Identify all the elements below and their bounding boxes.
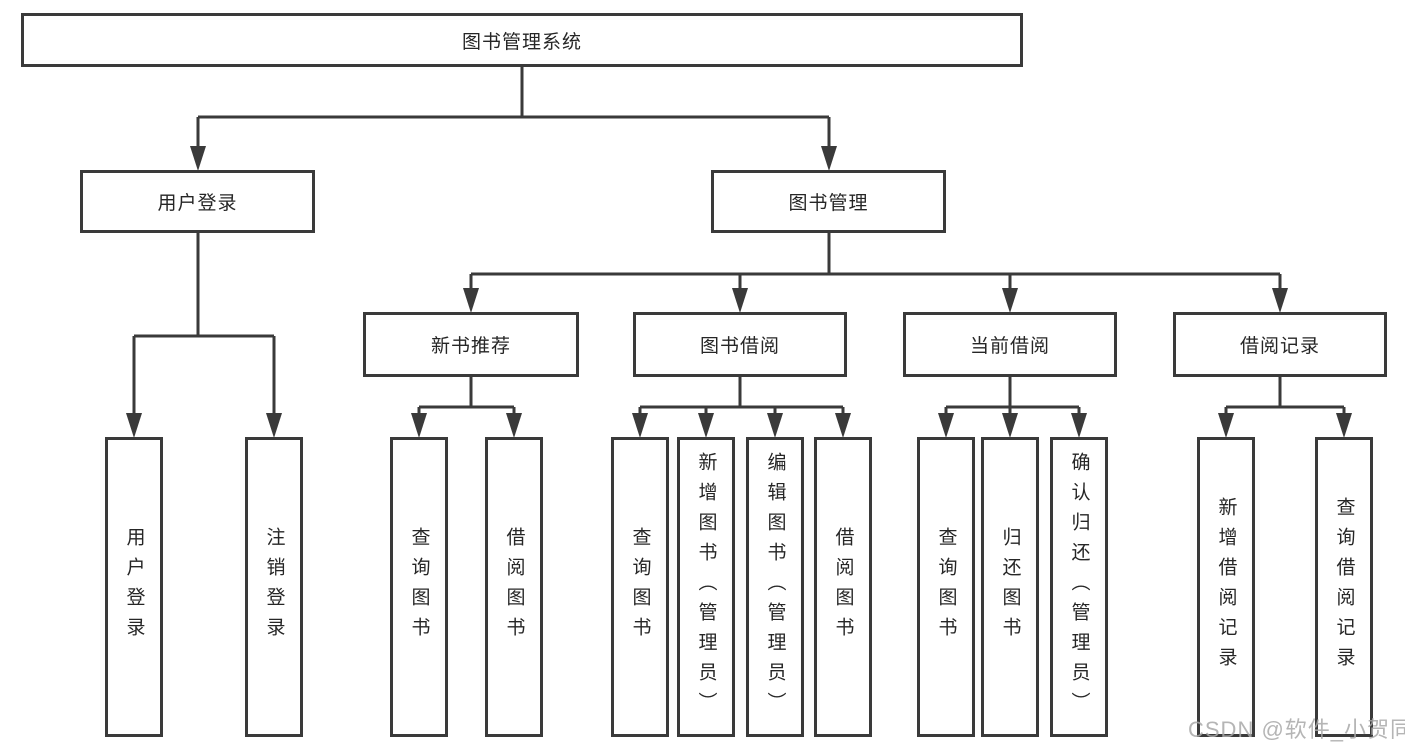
leaf-records-query-borrow-record-label: 查询借阅记录 (1333, 497, 1355, 677)
leaf-current-query-books: 查询图书 (917, 437, 975, 737)
leaf-logout: 注销登录 (245, 437, 303, 737)
node-book-borrow-label: 图书借阅 (699, 336, 780, 357)
arrow-down-icon (1002, 413, 1018, 438)
node-book-management-label: 图书管理 (788, 193, 869, 214)
arrow-down-icon (190, 146, 206, 171)
arrow-down-icon (1071, 413, 1087, 438)
leaf-borrow-add-books-admin: 新增图书（管理员） (677, 437, 735, 737)
leaf-records-add-borrow-record-label: 新增借阅记录 (1215, 497, 1237, 677)
node-root-system: 图书管理系统 (21, 13, 1023, 67)
leaf-user-login: 用户登录 (105, 437, 163, 737)
arrow-down-icon (506, 413, 522, 438)
arrow-down-icon (1218, 413, 1234, 438)
arrow-down-icon (126, 413, 142, 438)
node-user-login-label: 用户登录 (157, 193, 238, 214)
node-user-login: 用户登录 (80, 170, 315, 233)
leaf-current-query-books-label: 查询图书 (935, 527, 957, 647)
arrow-down-icon (411, 413, 427, 438)
arrow-down-icon (1272, 288, 1288, 313)
leaf-borrow-add-books-admin-label: 新增图书（管理员） (695, 452, 717, 722)
node-root-label: 图书管理系统 (461, 31, 582, 53)
node-borrow-records-label: 借阅记录 (1239, 336, 1320, 357)
node-current-borrow: 当前借阅 (903, 312, 1117, 377)
arrow-down-icon (632, 413, 648, 438)
node-current-borrow-label: 当前借阅 (969, 336, 1050, 357)
leaf-current-confirm-return-admin-label: 确认归还（管理员） (1068, 452, 1090, 722)
node-new-book-recommend: 新书推荐 (363, 312, 579, 377)
leaf-borrow-query-books: 查询图书 (611, 437, 669, 737)
arrow-down-icon (463, 288, 479, 313)
connector-borrow-records (1224, 377, 1346, 420)
arrow-down-icon (698, 413, 714, 438)
arrow-down-icon (938, 413, 954, 438)
leaf-borrow-query-books-label: 查询图书 (629, 527, 651, 647)
arrow-down-icon (1336, 413, 1352, 438)
leaf-recommend-query-books-label: 查询图书 (408, 527, 430, 647)
arrow-down-icon (835, 413, 851, 438)
leaf-records-add-borrow-record: 新增借阅记录 (1197, 437, 1255, 737)
leaf-recommend-borrow-books: 借阅图书 (485, 437, 543, 737)
arrowheads (126, 146, 1352, 438)
connector-book-mgmt (469, 233, 1282, 294)
leaf-records-query-borrow-record: 查询借阅记录 (1315, 437, 1373, 737)
leaf-borrow-borrow-books-label: 借阅图书 (832, 527, 854, 647)
node-new-book-recommend-label: 新书推荐 (430, 336, 511, 357)
leaf-current-return-books-label: 归还图书 (999, 527, 1021, 647)
leaf-recommend-borrow-books-label: 借阅图书 (503, 527, 525, 647)
leaf-logout-label: 注销登录 (263, 527, 285, 647)
arrow-down-icon (821, 146, 837, 171)
node-book-borrow: 图书借阅 (633, 312, 847, 377)
connector-root (196, 66, 831, 152)
connector-new-book-rec (417, 377, 516, 420)
csdn-watermark: CSDN @软件_小贺同学 (1188, 717, 1405, 742)
leaf-borrow-borrow-books: 借阅图书 (814, 437, 872, 737)
arrow-down-icon (266, 413, 282, 438)
connector-user-login (132, 233, 276, 420)
node-book-management: 图书管理 (711, 170, 946, 233)
connector-book-borrow (638, 377, 845, 420)
leaf-user-login-label: 用户登录 (123, 527, 145, 647)
leaf-current-confirm-return-admin: 确认归还（管理员） (1050, 437, 1108, 737)
node-borrow-records: 借阅记录 (1173, 312, 1387, 377)
leaf-recommend-query-books: 查询图书 (390, 437, 448, 737)
arrow-down-icon (1002, 288, 1018, 313)
leaf-borrow-edit-books-admin-label: 编辑图书（管理员） (764, 452, 786, 722)
arrow-down-icon (732, 288, 748, 313)
arrow-down-icon (767, 413, 783, 438)
leaf-current-return-books: 归还图书 (981, 437, 1039, 737)
leaf-borrow-edit-books-admin: 编辑图书（管理员） (746, 437, 804, 737)
